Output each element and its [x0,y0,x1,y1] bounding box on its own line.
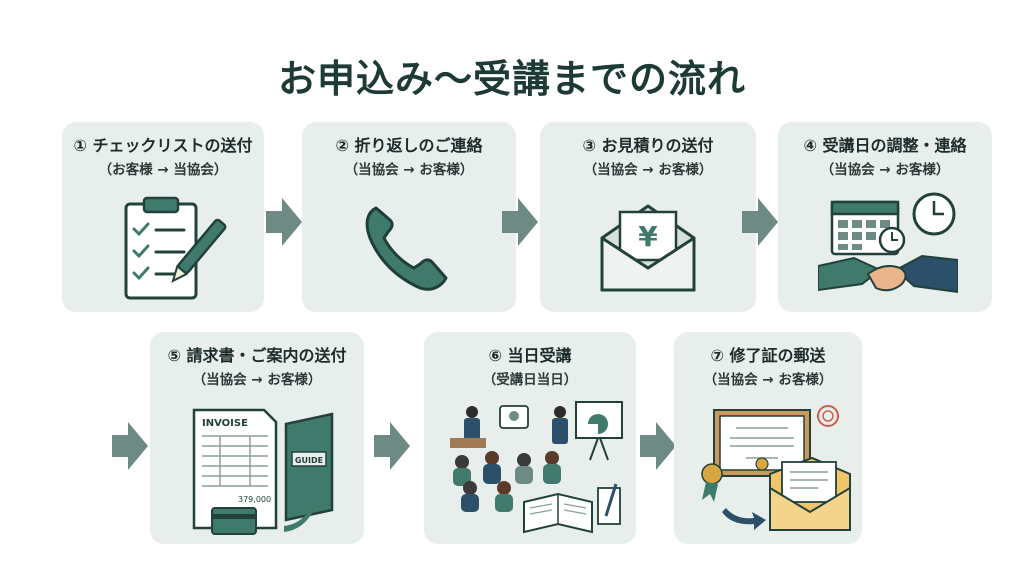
flow-arrow-6 [640,422,676,470]
calendar-handshake-icon [818,192,958,294]
page-title: お申込み〜受講までの流れ [277,57,746,101]
clipboard-checklist-icon [124,196,227,300]
step-heading: ⑥ 当日受講 [488,346,572,365]
step-sub: （当協会 → お客様） [583,162,713,178]
step-sub: （受講日当日） [482,372,578,388]
step-sub: （当協会 → お客様） [192,372,322,388]
step-heading: ⑦ 修了証の郵送 [710,346,826,365]
step-heading: ① チェックリストの送付 [73,136,253,155]
flow-arrow-1 [266,198,302,246]
step-card-2: ② 折り返しのご連絡 （当協会 → お客様） [302,122,516,312]
step-heading: ③ お見積りの送付 [582,136,714,155]
flow-arrow-4 [112,422,148,470]
step-card-6: ⑥ 当日受講 （受講日当日） [424,332,636,544]
invoice-label: INVOISE [202,418,248,429]
step-card-4: ④ 受講日の調整・連絡 （当協会 → お客様） [778,122,992,312]
invoice-amount: 379,000 [238,495,271,504]
guide-label: GUIDE [295,456,323,465]
step-card-3: ③ お見積りの送付 （当協会 → お客様） ¥ [540,122,756,312]
step-heading: ⑤ 請求書・ご案内の送付 [167,346,347,365]
yen-envelope-icon: ¥ [600,204,696,292]
invoice-guide-icon: INVOISE 379,000 GUIDE [192,408,334,535]
step-heading: ④ 受講日の調整・連絡 [803,136,967,155]
certificate-mail-icon [701,405,851,531]
step-sub: （当協会 → お客様） [344,162,474,178]
yen-symbol: ¥ [638,220,658,253]
seminar-icon [450,401,623,534]
step-card-5: ⑤ 請求書・ご案内の送付 （当協会 → お客様） INVOISE 379,000… [150,332,364,544]
step-heading: ② 折り返しのご連絡 [335,136,483,155]
step-sub: （当協会 → お客様） [820,162,950,178]
step-card-7: ⑦ 修了証の郵送 （当協会 → お客様） [674,332,862,544]
step-card-1: ① チェックリストの送付 （お客様 → 当協会） [62,122,264,312]
flow-arrow-5 [374,422,410,470]
phone-icon [365,206,448,291]
step-sub: （当協会 → お客様） [703,372,833,388]
flow-arrow-2 [502,198,538,246]
flow-arrow-3 [742,198,778,246]
step-sub: （お客様 → 当協会） [98,162,228,178]
